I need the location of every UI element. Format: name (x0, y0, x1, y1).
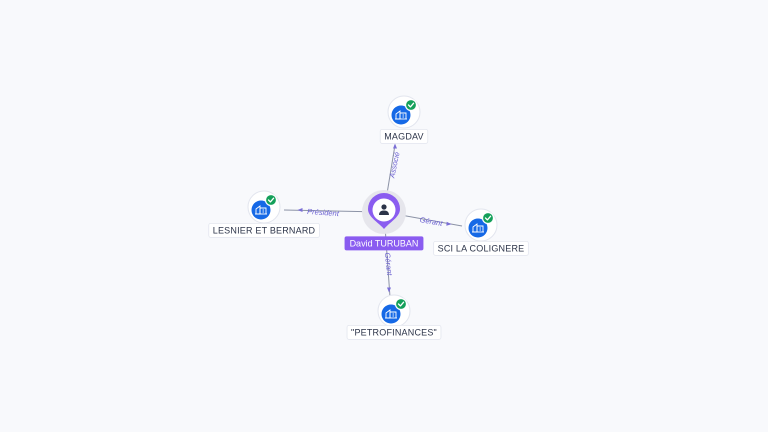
building-icon (472, 223, 484, 233)
person-name-label: David TURUBAN (350, 238, 419, 248)
company-node-magdav[interactable]: MAGDAV (379, 95, 429, 144)
check-icon (267, 197, 275, 203)
check-icon (407, 102, 415, 108)
building-icon (395, 110, 407, 120)
company-badge (391, 105, 411, 125)
nodes-layer: MAGDAV SCI LA COLIGNERE "PETROFINANCES" LES… (208, 95, 529, 340)
company-name-label: "PETROFINANCES" (351, 327, 437, 337)
verified-badge (481, 211, 495, 225)
company-badge (251, 200, 271, 220)
person-icon (379, 204, 389, 215)
edge-label-petrofinances: Gérant (383, 252, 394, 277)
person-node[interactable]: David TURUBAN (344, 190, 424, 251)
edge-arrow-icon (446, 221, 452, 226)
edge-arrow-icon (393, 143, 397, 149)
company-node-lesnier-et-bernard[interactable]: LESNIER ET BERNARD (208, 190, 320, 238)
building-icon (255, 205, 267, 215)
edge-label-lesnier-et-bernard: Président (307, 207, 340, 218)
company-name-box (433, 240, 529, 256)
verified-badge (404, 98, 418, 112)
edge-label-magdav: Associé (387, 151, 401, 180)
company-name-box (379, 128, 429, 144)
check-icon (397, 301, 405, 307)
building-icon (385, 309, 397, 319)
edge-label-sci-la-colignere: Gérant (419, 215, 444, 228)
company-name-box (208, 222, 320, 238)
company-node-sci-la-colignere[interactable]: SCI LA COLIGNERE (433, 208, 529, 256)
edge-arrow-icon (387, 287, 391, 293)
company-name-box (346, 324, 442, 340)
company-name-label: LESNIER ET BERNARD (213, 225, 316, 235)
pin-inner (372, 198, 396, 222)
company-node-petrofinances[interactable]: "PETROFINANCES" (346, 294, 442, 340)
verified-badge (264, 193, 278, 207)
check-icon (484, 215, 492, 221)
company-badge (468, 218, 488, 238)
person-name-box (344, 236, 424, 251)
verified-badge (394, 297, 408, 311)
company-name-label: MAGDAV (384, 131, 424, 141)
company-badge (381, 304, 401, 324)
edge-arrow-icon (297, 208, 303, 212)
company-name-label: SCI LA COLIGNERE (438, 243, 525, 253)
